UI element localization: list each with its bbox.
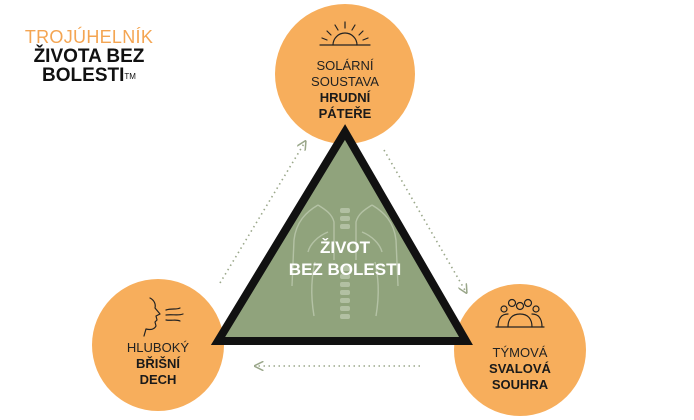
node-right-bold2: SOUHRA: [491, 377, 549, 392]
node-right-label: TÝMOVÁ SVALOVÁ SOUHRA: [460, 345, 580, 393]
node-top-bold2: PÁTEŘE: [318, 106, 372, 121]
node-top-circle: [275, 4, 415, 144]
node-top-label: SOLÁRNÍ SOUSTAVA HRUDNÍ PÁTEŘE: [285, 58, 405, 122]
trademark-mark: TM: [124, 72, 136, 81]
center-label: ŽIVOT BEZ BOLESTI: [265, 237, 425, 281]
team-icon: [495, 298, 545, 328]
life-triangle: [210, 124, 473, 345]
node-left-bold1: BŘIŠNÍ: [135, 356, 181, 371]
node-left-circle: [92, 279, 224, 411]
brand-line-1: TROJÚHELNÍK: [24, 27, 154, 47]
node-top-bold1: HRUDNÍ: [319, 90, 371, 105]
node-top-line2: SOUSTAVA: [311, 74, 379, 89]
node-right-circle: [454, 284, 586, 416]
node-left-line1: HLUBOKÝ: [126, 340, 190, 355]
center-line1: ŽIVOT: [319, 238, 371, 257]
node-right-bold1: SVALOVÁ: [489, 361, 551, 376]
brand-line-2: ŽIVOTA BEZ: [33, 46, 145, 67]
node-left-label: HLUBOKÝ BŘIŠNÍ DECH: [98, 340, 218, 388]
node-right-line1: TÝMOVÁ: [492, 345, 548, 360]
brand-line-3: BOLESTITM: [14, 66, 164, 85]
brand-line-3-text: BOLESTI: [42, 65, 125, 86]
spine-vertebrae: [340, 208, 350, 319]
brand-title: TROJÚHELNÍK ŽIVOTA BEZ BOLESTITM: [14, 27, 164, 86]
center-line2: BEZ BOLESTI: [288, 260, 402, 279]
breathing-icon: [143, 297, 184, 337]
spine-figure: [291, 204, 399, 317]
node-left-bold2: DECH: [139, 372, 177, 387]
node-top-line1: SOLÁRNÍ: [316, 58, 374, 73]
sun-icon: [319, 21, 371, 46]
